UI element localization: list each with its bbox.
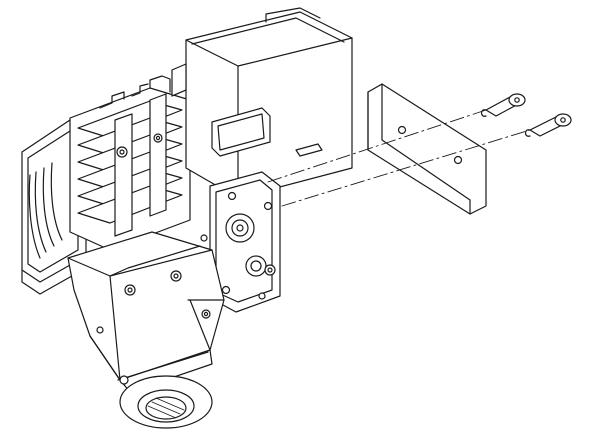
assembly-lines: [267, 109, 531, 207]
motor-housing: [171, 7, 353, 199]
lower-cover: [67, 231, 225, 393]
nozzle: [119, 375, 213, 429]
mount-plate: [200, 171, 281, 313]
heatsink: [69, 75, 191, 251]
assembly-line-lower: [281, 129, 531, 207]
bracket: [367, 83, 487, 215]
screw-1: [480, 93, 526, 117]
assembly-line-upper: [267, 109, 487, 183]
screw-2: [524, 113, 572, 137]
